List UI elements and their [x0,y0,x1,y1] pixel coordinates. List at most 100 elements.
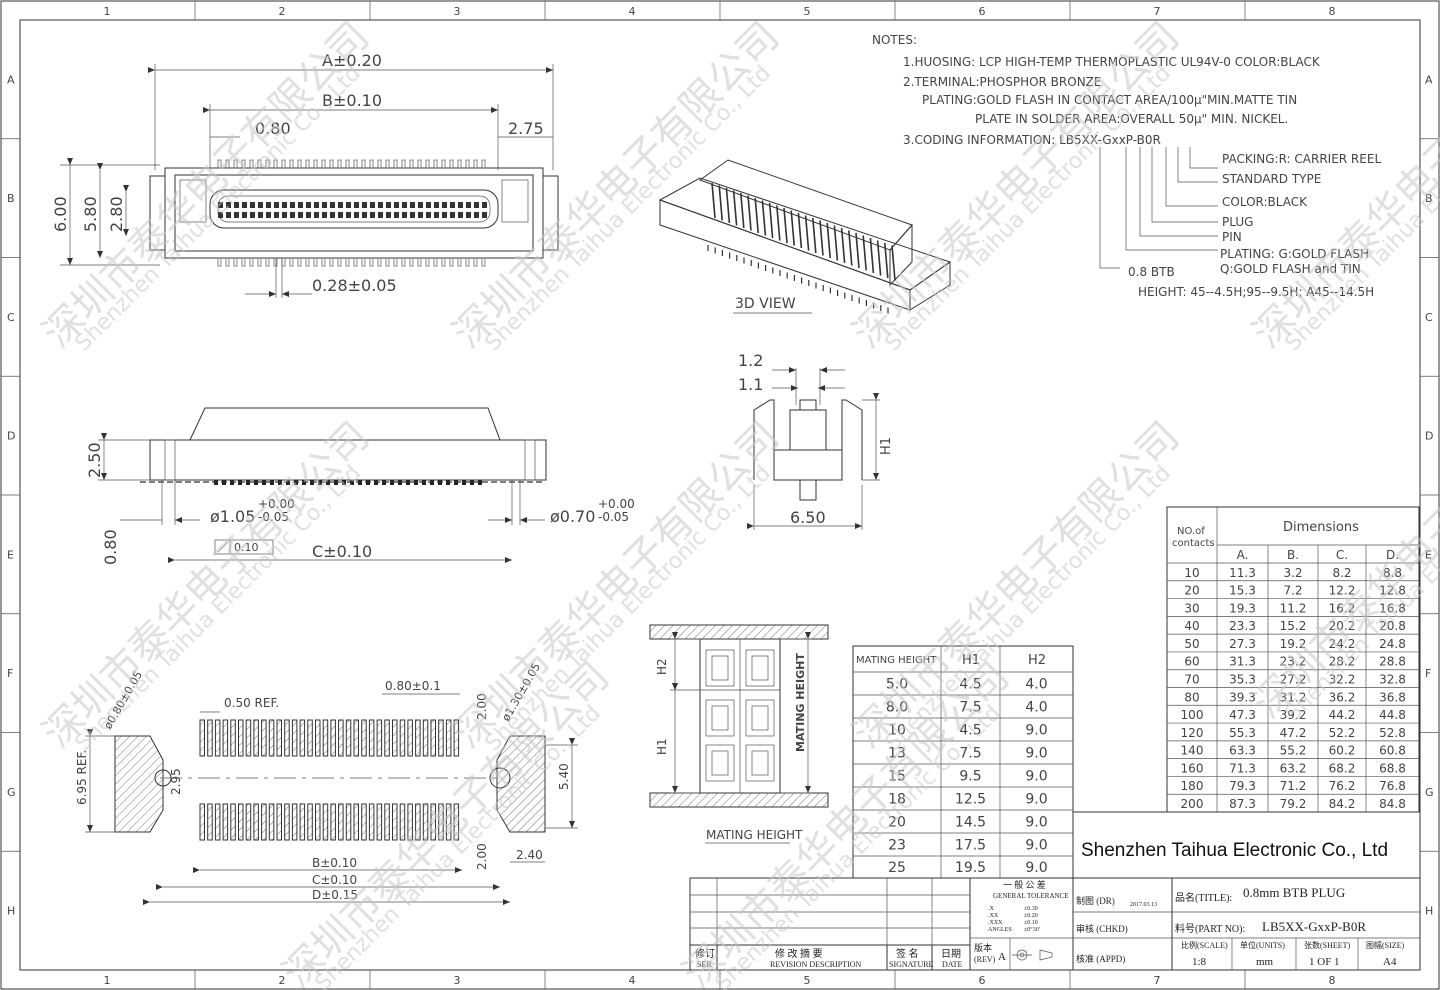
dim-table-cell: 39.2 [1280,708,1307,722]
dim-table-cell: 70 [1184,673,1199,687]
dim-table-cell: 20.8 [1379,619,1406,633]
frame-col-label: 6 [979,974,986,987]
mating-table-header: MATING HEIGHT [856,655,937,666]
frame-col-label: 1 [104,5,111,18]
dim-table-cell: 12.8 [1379,584,1406,598]
dim-dia-070: ø0.70 [550,507,595,526]
coding-breakdown: PACKING:R: CARRIER REEL STANDARD TYPE CO… [1099,147,1381,299]
drawn-date: 2017.03.13 [1130,902,1157,908]
dim-table-cell: 79.2 [1280,797,1307,811]
dim-table-cell: 44.2 [1329,708,1356,722]
tolerance-value: ±0.10 [1024,920,1038,926]
tolerance-title-cn: 一 般 公 差 [1003,879,1046,890]
mating-h2-label: H2 [655,658,669,675]
frame-row-label: A [1425,73,1433,86]
title-block: Shenzhen Taihua Electronic Co., Ltd 修订 S… [689,811,1421,971]
mating-table-cell: 5.0 [886,677,908,693]
dim-600: 6.00 [51,196,70,232]
dim-table-cell: 80 [1184,690,1199,704]
tolerance-title-en: GENERAL TOLERANCE [993,892,1069,900]
tolerance-value: ±0.30 [1024,906,1038,912]
mating-table-cell: 18 [888,792,906,808]
coding-btb: 0.8 BTB [1128,265,1175,279]
frame-col-label: 2 [279,974,286,987]
dim-table-cell: 10 [1184,566,1199,580]
dim-table-cell: 71.2 [1280,779,1307,793]
mating-table-cell: 7.5 [959,746,981,762]
sheet-label: 张数(SHEET) [1304,940,1351,950]
drawn-label: 制图 (DR) [1076,895,1115,906]
mating-table-cell: 25 [888,860,906,876]
dim-table-cell: 8.2 [1332,566,1351,580]
mating-table-cell: 4.5 [959,723,981,739]
watermark-cn: 深圳市泰华电子有限公司 [845,413,1189,757]
dim-side-11: 1.1 [738,375,763,394]
dim-table-cell: 84.2 [1329,797,1356,811]
flatness-value: 0.10 [234,541,259,554]
dim-table-col-header: B. [1287,548,1299,562]
dim-front-080: 0.80 [101,529,120,565]
mating-height-caption: MATING HEIGHT [706,828,803,842]
coding-packing: PACKING:R: CARRIER REEL [1222,152,1381,166]
mating-table-cell: 19.5 [955,860,986,876]
mating-table-header: H1 [962,653,980,668]
units-value: mm [1256,956,1274,968]
dim-fp-050: 0.50 REF. [224,696,279,710]
dim-table-cell: 15.3 [1229,584,1256,598]
note-line-2: 2.TERMINAL:PHOSPHOR BRONZE [903,75,1101,89]
dim-table-col-header: D. [1386,548,1399,562]
size-value: A4 [1383,956,1397,968]
frame-row-label: C [7,311,15,324]
dim-table-cell: 180 [1181,779,1204,793]
frame-row-label: B [1425,192,1433,205]
mating-table-cell: 9.0 [1025,723,1047,739]
dim-a: A±0.20 [322,51,382,70]
dim-fp-295: 2.95 [169,768,183,795]
dim-table-cell: 36.2 [1329,690,1356,704]
dim-280: 2.80 [107,196,126,232]
dim-table-cell: 32.2 [1329,673,1356,687]
frame-row-label: H [7,905,15,918]
tolerance-value: ±0°30' [1024,926,1040,933]
notes-header: NOTES: [872,33,917,47]
dim-table-cell: 50 [1184,637,1199,651]
dim-table-cell: 3.2 [1283,566,1302,580]
dim-table-cell: 84.8 [1379,797,1406,811]
watermark-cn: 深圳市泰华电子有限公司 [445,413,789,757]
dim-table-cell: 16.2 [1329,601,1356,615]
dim-fp-b: B±0.10 [312,856,357,870]
checked-label: 审核 (CHKD) [1076,923,1128,934]
dim-side-650: 6.50 [790,508,826,527]
dim-table-cell: 28.8 [1379,655,1406,669]
frame-col-label: 4 [629,974,636,987]
footprint-view: 0.50 REF. 0.80±0.1 2.00 ø0.80±0.05 ø1.30… [75,661,578,905]
frame-col-label: 1 [104,974,111,987]
frame-row-label: C [1425,311,1433,324]
mating-table-cell: 12.5 [955,792,986,808]
frame-col-label: 2 [279,5,286,18]
dim-table-cell: 11.3 [1229,566,1256,580]
mating-table-cell: 8.0 [886,700,908,716]
dim-028: 0.28±0.05 [312,276,397,295]
dim-table-cell: 55.3 [1229,726,1256,740]
mating-table-cell: 7.5 [959,700,981,716]
dim-table-cell: 47.3 [1229,708,1256,722]
mating-table-cell: 9.0 [1025,860,1047,876]
dim-fp-200b: 2.00 [475,843,489,870]
mating-h1-label: H1 [655,738,669,755]
frame-col-label: 3 [454,5,461,18]
frame-row-label: E [1425,548,1432,561]
dim-table-corner-1: NO.of [1177,526,1205,537]
dim-fp-240: 2.40 [516,848,543,862]
mating-table-cell: 15 [888,769,906,785]
dim-table-cell: 40 [1184,619,1199,633]
size-label: 图幅(SIZE) [1366,940,1405,950]
dim-table-cell: 76.2 [1329,779,1356,793]
mating-table-cell: 23 [888,838,906,854]
dim-table-cell: 60.8 [1379,744,1406,758]
front-view: 2.50 0.80 ø1.05 +0.00 -0.05 ø0.70 +0.00 … [85,407,635,565]
rev-date-cn: 日期 [941,948,961,960]
dim-table-cell: 120 [1181,726,1204,740]
